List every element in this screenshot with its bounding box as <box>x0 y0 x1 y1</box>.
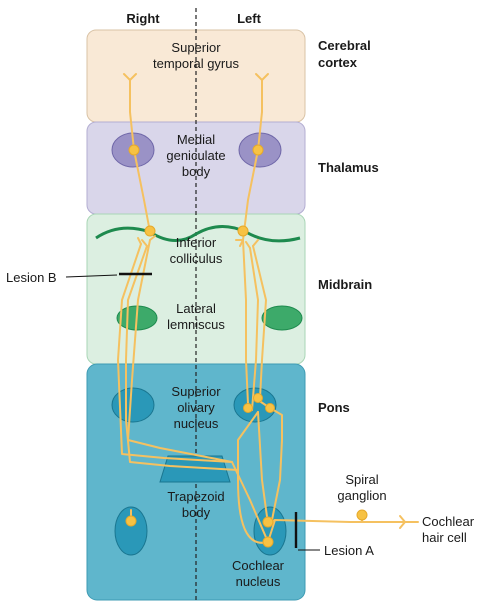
label-lateral-lemniscus-2: lemniscus <box>167 317 225 332</box>
cell-left-cochlear-1 <box>262 516 274 528</box>
label-lesion-a: Lesion A <box>324 543 374 558</box>
cell-left-colliculus <box>237 225 249 237</box>
label-spiral-ganglion-2: ganglion <box>337 488 386 503</box>
label-lesion-b: Lesion B <box>6 270 57 285</box>
colliculus-surface <box>95 225 301 243</box>
region-cortex-line2: cortex <box>318 55 358 70</box>
cochlear-nucleus-left <box>253 506 287 556</box>
label-superior-olivary-2: olivary <box>177 400 215 415</box>
cell-left-geniculate <box>252 144 264 156</box>
label-cochlear-hair-cell-1: Cochlear <box>422 514 475 529</box>
label-superior-temporal-2: temporal gyrus <box>153 56 239 71</box>
superior-olivary-right <box>111 387 155 423</box>
cell-spiral-ganglion <box>356 509 368 521</box>
cochlear-nucleus-right <box>114 506 148 556</box>
cell-left-olivary-3 <box>265 403 275 413</box>
region-cortex-line1: Cerebral <box>318 38 371 53</box>
cell-left-olivary-1 <box>243 403 253 413</box>
label-inferior-colliculus-1: Inferior <box>176 235 217 250</box>
cell-right-geniculate <box>128 144 140 156</box>
label-medial-geniculate-1: Medial <box>177 132 215 147</box>
label-cochlear-nucleus-2: nucleus <box>236 574 281 589</box>
label-spiral-ganglion-1: Spiral <box>345 472 378 487</box>
label-superior-olivary-1: Superior <box>171 384 221 399</box>
lateral-lemniscus-left <box>261 305 303 331</box>
cell-right-cochlear <box>125 515 137 527</box>
header-left: Left <box>237 11 262 26</box>
label-superior-olivary-3: nucleus <box>174 416 219 431</box>
header-right: Right <box>126 11 160 26</box>
label-trapezoid-1: Trapezoid <box>167 489 224 504</box>
lesion-b-leader <box>65 274 118 278</box>
cell-left-olivary-2 <box>253 393 263 403</box>
region-pons: Pons <box>318 400 350 415</box>
superior-olivary-left <box>233 387 277 423</box>
label-cochlear-hair-cell-2: hair cell <box>422 530 467 545</box>
region-thalamus: Thalamus <box>318 160 379 175</box>
label-medial-geniculate-3: body <box>182 164 211 179</box>
label-inferior-colliculus-2: colliculus <box>170 251 223 266</box>
label-lateral-lemniscus-1: Lateral <box>176 301 216 316</box>
label-superior-temporal-1: Superior <box>171 40 221 55</box>
region-midbrain: Midbrain <box>318 277 372 292</box>
label-trapezoid-2: body <box>182 505 211 520</box>
label-cochlear-nucleus-1: Cochlear <box>232 558 285 573</box>
cell-left-cochlear-2 <box>262 536 274 548</box>
cell-right-colliculus <box>144 225 156 237</box>
label-medial-geniculate-2: geniculate <box>166 148 225 163</box>
